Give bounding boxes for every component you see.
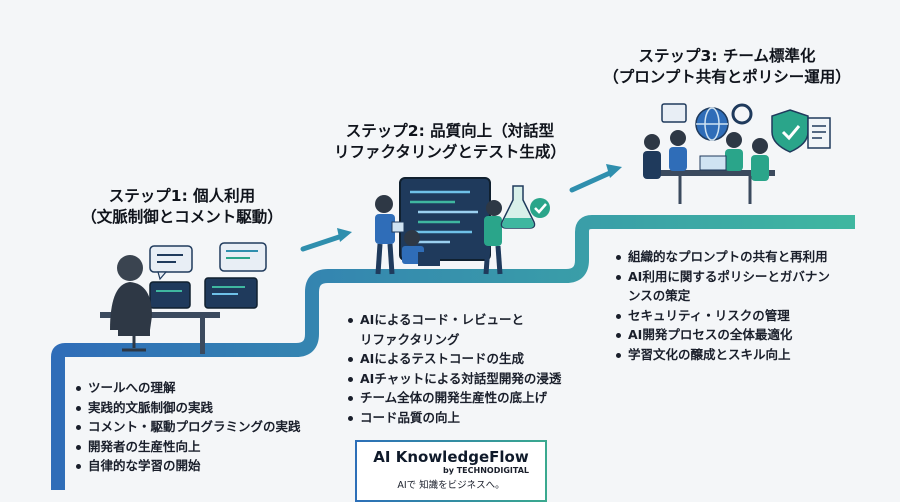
list-item: 自律的な学習の開始	[74, 456, 301, 476]
step2-title: ステップ2: 品質向上（対話型 リファクタリングとテスト生成）	[320, 121, 580, 163]
step1-title-line1: ステップ1: 個人利用	[108, 187, 256, 205]
step1-title: ステップ1: 個人利用 （文脈制御とコメント駆動）	[62, 186, 302, 228]
step2-title-line1: ステップ2: 品質向上（対話型	[345, 122, 555, 140]
list-item: 学習文化の醸成とスキル向上	[614, 345, 830, 365]
list-item: AI利用に関するポリシーとガバナン	[614, 267, 830, 287]
list-item: コメント・駆動プログラミングの実践	[74, 417, 301, 437]
list-item: 組織的なプロンプトの共有と再利用	[614, 247, 830, 267]
step1-bullet-list: ツールへの理解 実践的文脈制御の実践 コメント・駆動プログラミングの実践 開発者…	[74, 378, 301, 476]
list-item: 開発者の生産性向上	[74, 437, 301, 457]
list-item: AI開発プロセスの全体最適化	[614, 325, 830, 345]
step3-bullet-list: 組織的なプロンプトの共有と再利用 AI利用に関するポリシーとガバナン ンスの策定…	[614, 247, 830, 364]
brand-tagline: AIで 知識をビジネスへ。	[397, 480, 505, 491]
illustration-individual-developer	[100, 242, 267, 354]
illustration-quality-team	[375, 177, 550, 275]
step2-bullet-list: AIによるコード・レビューと リファクタリング AIによるテストコードの生成 A…	[346, 310, 561, 427]
list-item: 実践的文脈制御の実践	[74, 398, 301, 418]
brand-logo: AI KnowledgeFlow by TECHNODIGITAL AIで 知識…	[355, 440, 547, 502]
step3-title-line2: （プロンプト共有とポリシー運用）	[603, 68, 851, 86]
step3-title: ステップ3: チーム標準化 （プロンプト共有とポリシー運用）	[592, 46, 862, 88]
list-item: セキュリティ・リスクの管理	[614, 306, 830, 326]
list-item: AIチャットによる対話型開発の浸透	[346, 369, 561, 389]
list-item: チーム全体の開発生産性の底上げ	[346, 388, 561, 408]
brand-byline: by TECHNODIGITAL	[443, 466, 529, 475]
step1-title-line2: （文脈制御とコメント駆動）	[81, 208, 283, 226]
list-item: AIによるテストコードの生成	[346, 349, 561, 369]
step3-title-line1: ステップ3: チーム標準化	[638, 47, 816, 65]
list-item: AIによるコード・レビューと	[346, 310, 561, 330]
list-item: ツールへの理解	[74, 378, 301, 398]
arrow-step2-to-3	[569, 164, 622, 193]
step2-title-line2: リファクタリングとテスト生成）	[334, 143, 566, 161]
list-item: コード品質の向上	[346, 408, 561, 428]
list-item-continuation: リファクタリング	[360, 331, 460, 347]
brand-name: AI KnowledgeFlow	[373, 448, 529, 466]
illustration-team-standardization	[643, 103, 831, 204]
list-item-continuation: ンスの策定	[628, 288, 691, 303]
arrow-step1-to-2	[300, 228, 352, 252]
